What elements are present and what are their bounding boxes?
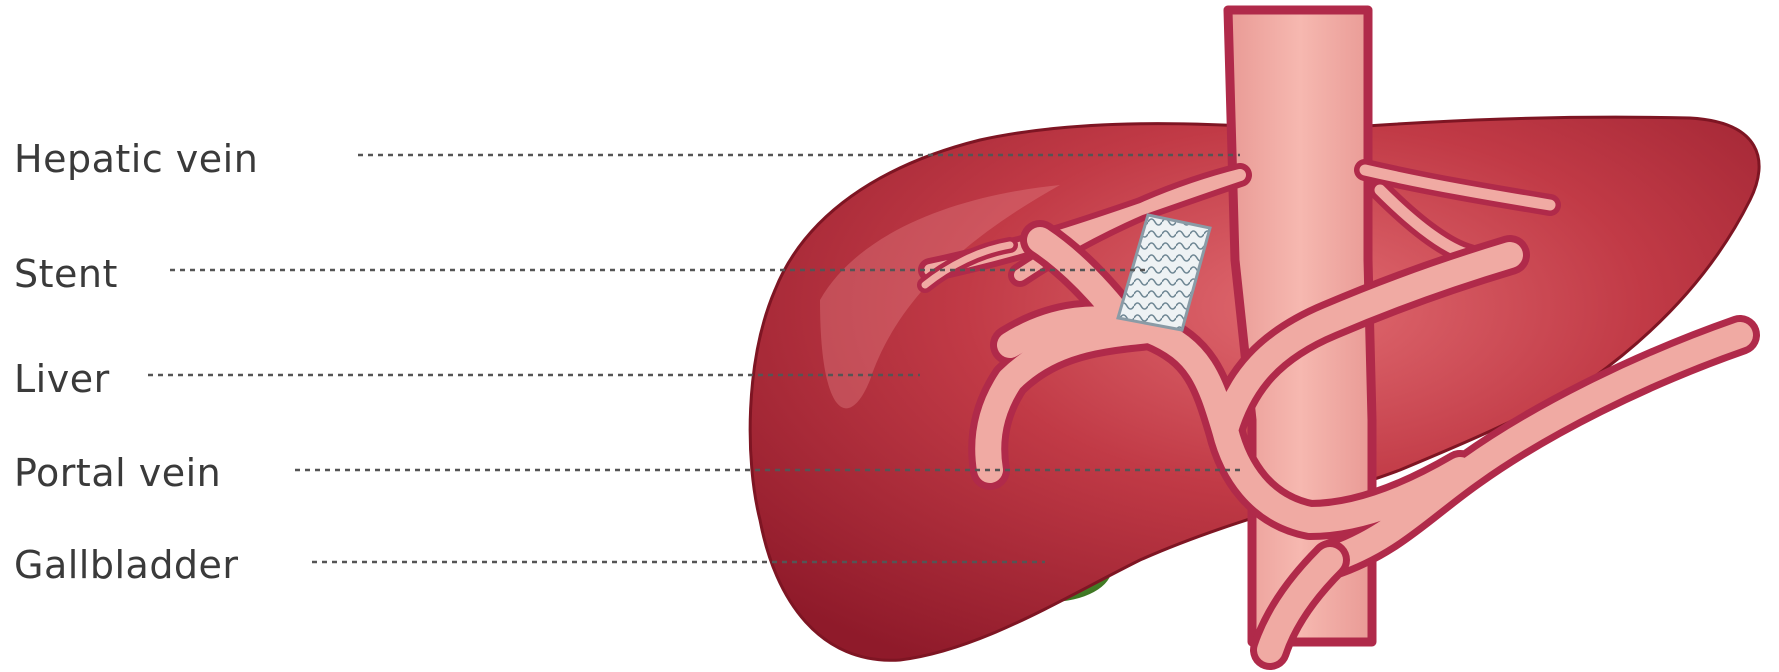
label-gallbladder: Gallbladder <box>14 546 239 584</box>
label-liver: Liver <box>14 360 110 398</box>
label-portal-vein: Portal vein <box>14 454 221 492</box>
label-stent: Stent <box>14 255 118 293</box>
label-hepatic-vein: Hepatic vein <box>14 140 258 178</box>
